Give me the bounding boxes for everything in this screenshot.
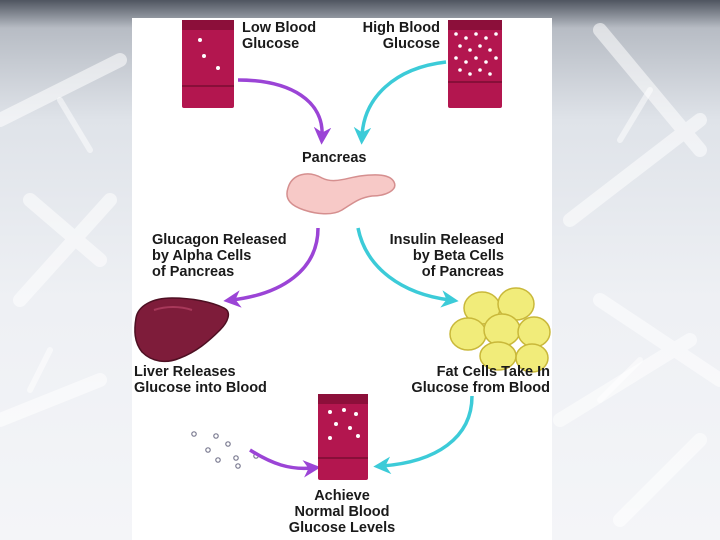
pancreas-label: Pancreas <box>302 150 367 166</box>
glucagon-label: Glucagon Released by Alpha Cells of Panc… <box>152 232 287 280</box>
arrow-icon <box>223 227 320 308</box>
glucose-regulation-diagram <box>134 20 551 480</box>
normal-glucose-label: Achieve Normal Blood Glucose Levels <box>288 488 396 536</box>
liver-label: Liver Releases Glucose into Blood <box>134 364 267 396</box>
arrow-icon <box>249 448 321 478</box>
arrow-icon <box>353 60 447 145</box>
arrow-icon <box>373 395 474 475</box>
blood-tube-icon <box>448 20 502 108</box>
liver-icon <box>134 297 230 363</box>
insulin-label: Insulin Released by Beta Cells of Pancre… <box>389 232 504 280</box>
fat-cells-label: Fat Cells Take In Glucose from Blood <box>411 364 550 396</box>
glucose-particle-icon <box>191 431 259 469</box>
blood-tube-icon <box>182 20 234 108</box>
diagram-panel: Low Blood Glucose High Blood Glucose Pan… <box>132 18 552 540</box>
fat-cell-icon <box>449 287 551 373</box>
arrow-icon <box>237 78 332 145</box>
blood-tube-icon <box>318 394 368 480</box>
pancreas-icon <box>286 173 396 215</box>
low-glucose-label: Low Blood Glucose <box>242 20 317 52</box>
high-glucose-label: High Blood Glucose <box>362 20 440 52</box>
arrow-icon <box>356 227 459 308</box>
